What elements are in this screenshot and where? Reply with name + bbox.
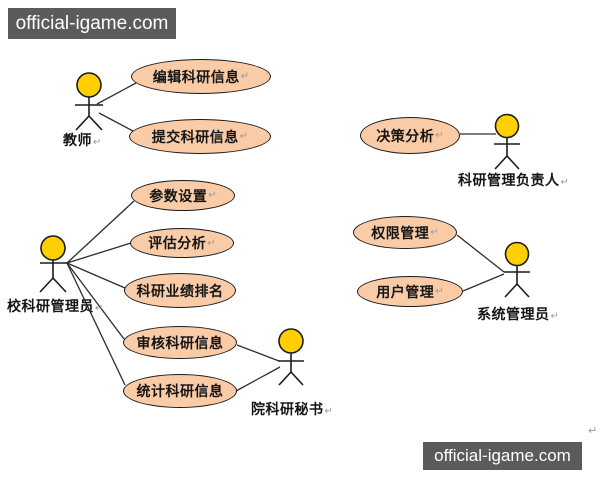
usecase-label: 统计科研信息 [136,383,224,399]
usecase-research-ranking: 科研业绩排名 [124,273,236,308]
line-admin-params [66,200,135,264]
association-lines [66,82,505,392]
usecase-label: 决策分析 [376,127,435,144]
usecase-label: 参数设置 [149,187,208,204]
usecase-label: 科研业绩排名 [136,282,224,299]
usecase-submit-research-info: 提交科研信息↵ [129,119,271,154]
actor-label-teacher: 教师↵ [63,130,102,150]
usecase-user-management: 用户管理↵ [357,276,463,307]
actor-name: 科研管理负责人 [458,172,560,188]
return-mark-icon: ↵ [550,311,560,322]
watermark-text: official-igame.com [15,12,169,34]
watermark-text: official-igame.com [434,446,571,465]
return-mark-icon: ↵ [588,425,598,437]
actor-name: 院科研秘书 [251,401,324,417]
usecase-parameter-settings: 参数设置↵ [131,180,235,211]
return-mark-icon: ↵ [435,286,444,297]
line-teacher-edit [96,82,137,105]
line-admin-eval [66,242,132,264]
actor-name: 系统管理员 [477,306,550,322]
actor-figure-director [494,113,520,170]
actor-figure-school-admin [39,235,67,293]
line-admin-stats [66,262,126,386]
actor-figure-teacher [75,72,103,131]
line-secretary-stats [235,366,281,392]
line-sysadmin-users [462,273,505,292]
line-teacher-submit [98,112,134,132]
return-mark-icon: ↵ [430,227,439,238]
return-mark-icon: ↵ [560,177,570,188]
watermark-banner-top: official-igame.com [8,8,176,39]
line-admin-ranking [66,262,126,289]
return-mark-icon: ↵ [208,190,217,201]
line-sysadmin-perms [456,234,505,273]
watermark-banner-bottom: official-igame.com [423,442,582,470]
actor-name: 教师 [63,132,92,148]
return-mark-icon: ↵ [95,303,104,314]
line-admin-review [66,262,125,340]
actor-label-director: 科研管理负责人↵ [458,170,569,190]
actor-figure-secretary [278,328,304,386]
usecase-label: 用户管理 [376,283,435,300]
usecase-label: 编辑科研信息 [152,68,240,85]
line-secretary-review [236,344,280,362]
usecase-decision-analysis: 决策分析↵ [360,117,460,154]
return-mark-icon: ↵ [435,130,444,141]
actor-name: 校科研管理员 [7,298,94,314]
actor-figure-sysadmin [504,241,530,298]
usecase-label: 审核科研信息 [136,334,224,351]
usecase-statistics-research-info: 统计科研信息 [123,374,237,408]
usecase-edit-research-info: 编辑科研信息↵ [131,59,271,94]
actor-label-sysadmin: 系统管理员↵ [477,304,559,324]
return-mark-icon: ↵ [324,406,334,417]
return-mark-icon: ↵ [207,237,216,249]
usecase-permission-management: 权限管理↵ [353,216,457,249]
actor-label-secretary: 院科研秘书↵ [251,399,333,419]
usecase-evaluation-analysis: 评估分析↵ [130,228,234,258]
return-mark-icon: ↵ [240,71,250,82]
return-mark-icon: ↵ [93,137,102,148]
usecase-label: 评估分析 [148,235,207,251]
usecase-label: 权限管理 [371,224,430,241]
actor-label-school-admin: 校科研管理员↵ [7,296,104,316]
return-mark-icon: ↵ [239,131,249,142]
usecase-label: 提交科研信息 [151,128,239,145]
usecase-review-research-info: 审核科研信息 [123,326,237,359]
